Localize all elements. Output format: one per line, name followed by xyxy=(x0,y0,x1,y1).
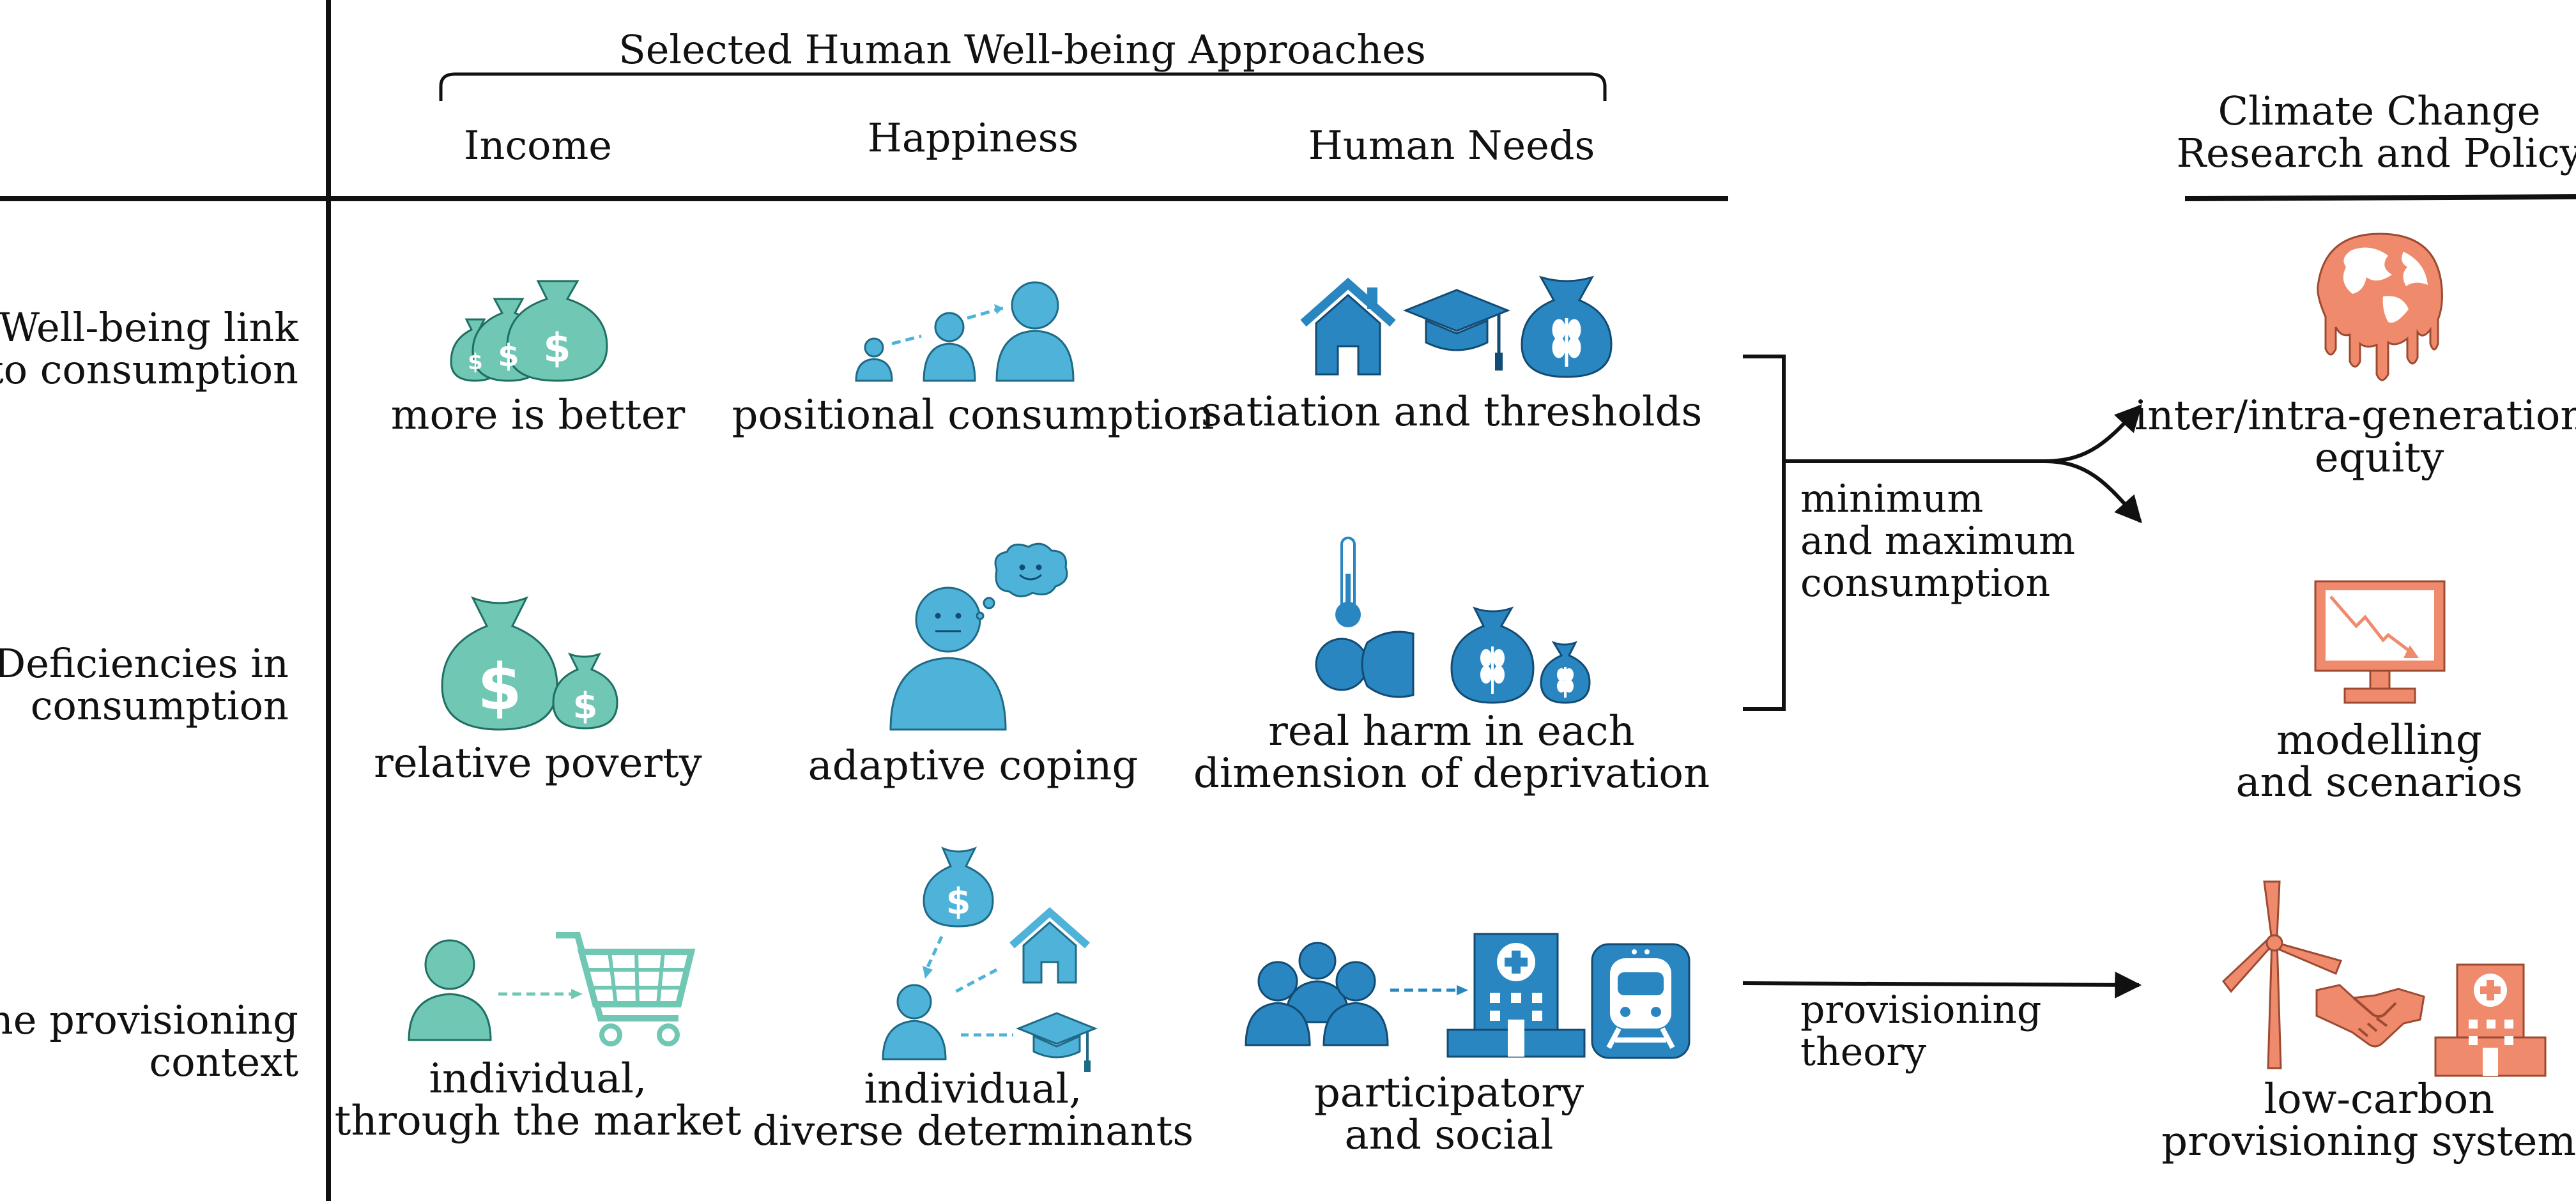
bracket-label-line3: consumption xyxy=(1800,561,2051,606)
growing-persons-icon xyxy=(855,281,1075,382)
money-bags-icon: $ $ $ xyxy=(450,280,608,382)
cell-r2c1-text: relative poverty xyxy=(374,740,702,787)
bracket-label-line2: and maximum xyxy=(1800,519,2076,563)
grain-bags-icon xyxy=(1450,606,1591,704)
cell-r2c3-line1: real harm in each xyxy=(1268,708,1635,755)
train-icon xyxy=(1591,943,1690,1059)
row-label-1-line1: Well-being link xyxy=(0,304,298,351)
cell-r3c3-line1: participatory xyxy=(1314,1069,1584,1117)
outcome-equity-line2: equity xyxy=(2314,434,2444,482)
row-label-3-line2: context xyxy=(149,1039,298,1085)
thermometer-icon xyxy=(1335,537,1361,627)
svg-text:$: $ xyxy=(543,325,571,371)
right-title-line1: Climate Change xyxy=(2218,88,2541,134)
money-bag-icon: $ xyxy=(923,846,994,928)
cell-r3c1-line1: individual, xyxy=(429,1055,647,1103)
bracket-label-line1: minimum xyxy=(1800,477,1984,521)
right-title-line2: Research and Policy xyxy=(2176,130,2576,176)
arrow-provisioning xyxy=(1742,971,2142,998)
svg-text:$: $ xyxy=(946,881,971,922)
cell-r1c2-text: positional consumption xyxy=(732,392,1215,439)
row-label-2-line1: Deficiencies in xyxy=(0,640,289,687)
row-label-1-line2: to consumption xyxy=(0,346,298,393)
monitor-chart-icon xyxy=(2314,580,2446,704)
grain-bag-icon xyxy=(1521,275,1613,378)
house-icon xyxy=(1300,277,1396,376)
outcome-modelling-line1: modelling xyxy=(2276,717,2482,764)
svg-text:$: $ xyxy=(468,349,483,375)
cell-r3c2-line2: diverse determinants xyxy=(752,1108,1194,1155)
cell-r3c2-line1: individual, xyxy=(864,1066,1082,1113)
shopping-cart-icon xyxy=(556,932,696,1046)
outcome-equity-line1: inter/intra-generational xyxy=(2134,392,2576,440)
group-icon xyxy=(1245,942,1389,1046)
arrow-to-equity xyxy=(2044,404,2142,463)
approaches-title: Selected Human Well-being Approaches xyxy=(618,26,1426,73)
arrow-to-modelling xyxy=(2044,459,2142,524)
row-label-2-line2: consumption xyxy=(30,682,289,729)
people-heads-icon xyxy=(1315,631,1414,698)
graduation-cap-icon xyxy=(1015,1012,1098,1072)
hospital-icon xyxy=(2434,963,2547,1077)
outcome-provisioning-line2: provisioning systems xyxy=(2161,1118,2576,1165)
outcome-provisioning-line1: low-carbon xyxy=(2264,1076,2495,1123)
dashed-arrows-icon xyxy=(923,935,1013,1037)
person-thinking-happy-icon xyxy=(889,542,1068,731)
column-header-income: Income xyxy=(464,122,612,169)
cell-r3c1-line2: through the market xyxy=(334,1098,742,1145)
row-label-3-line1: The provisioning xyxy=(0,997,298,1043)
house-icon xyxy=(1009,907,1090,984)
person-icon xyxy=(882,984,947,1060)
cell-r3c3-line2: and social xyxy=(1344,1112,1554,1159)
arrow-label-line1: provisioning xyxy=(1800,988,2042,1032)
cell-r2c2-text: adaptive coping xyxy=(808,742,1138,790)
outcome-modelling-line2: and scenarios xyxy=(2235,759,2523,806)
person-icon xyxy=(408,939,492,1041)
svg-text:$: $ xyxy=(498,338,519,374)
hospital-icon xyxy=(1446,933,1586,1058)
money-bags-icon: $ $ xyxy=(441,596,618,731)
approaches-brace xyxy=(439,72,1607,101)
cell-r2c3-line2: dimension of deprivation xyxy=(1193,750,1710,797)
wind-turbine-icon xyxy=(2221,880,2343,1069)
graduation-cap-icon xyxy=(1402,289,1511,371)
consumption-bracket xyxy=(1743,355,1786,711)
melting-globe-icon xyxy=(2317,233,2443,381)
cell-r1c1-text: more is better xyxy=(390,392,686,439)
arrow-label-line2: theory xyxy=(1800,1030,1926,1075)
right-header-divider xyxy=(2184,194,2576,201)
column-header-happiness: Happiness xyxy=(867,114,1079,161)
handshake-icon xyxy=(2315,984,2425,1048)
dashed-arrow-icon xyxy=(498,989,583,999)
svg-text:$: $ xyxy=(477,650,522,724)
svg-text:$: $ xyxy=(573,685,598,727)
dashed-arrow-icon xyxy=(1390,985,1468,995)
cell-r1c3-text: satiation and thresholds xyxy=(1200,388,1703,436)
column-header-human-needs: Human Needs xyxy=(1308,122,1595,169)
